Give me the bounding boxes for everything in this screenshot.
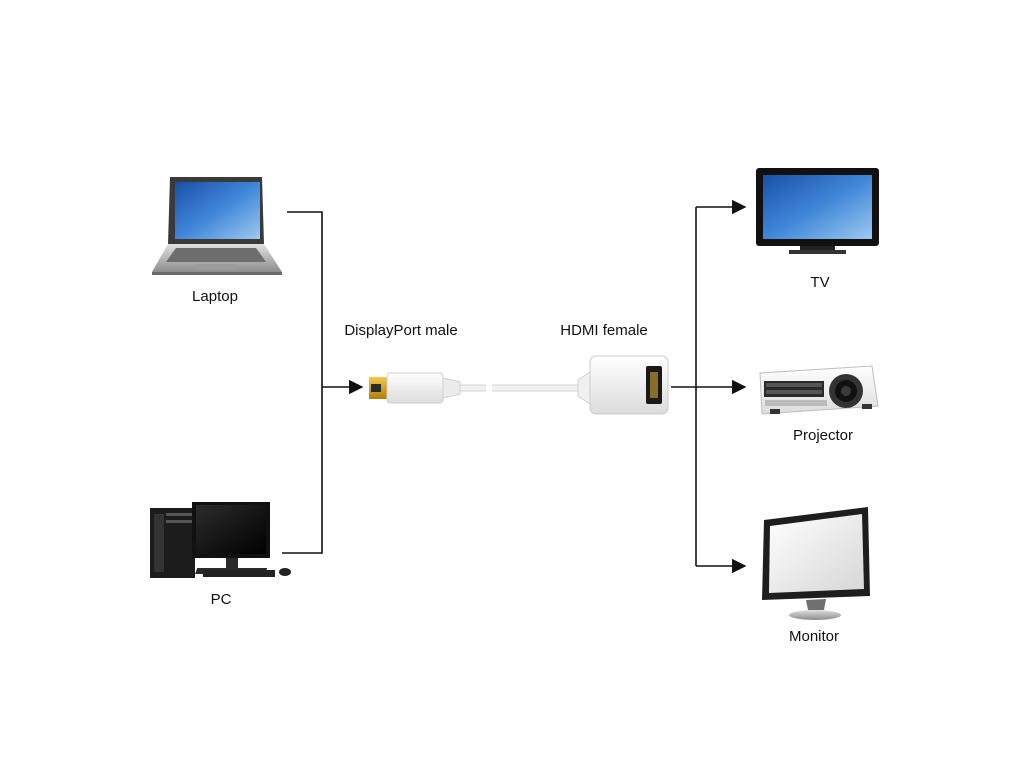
displayport-plug-housing [386, 372, 444, 404]
source-connector-lines [282, 211, 364, 554]
tv-icon [756, 168, 879, 254]
pc-line [282, 387, 323, 554]
laptop-icon [152, 177, 282, 275]
displayport-to-hdmi-adapter-icon [369, 355, 669, 415]
tv-label: TV [810, 274, 830, 291]
hdmi-female-label: HDMI female [560, 322, 648, 339]
target-connector-lines [671, 199, 747, 574]
monitor-label: Monitor [788, 628, 840, 645]
adapter-cable [459, 384, 579, 392]
displayport-male-label: DisplayPort male [344, 322, 458, 339]
monitor-icon [762, 507, 870, 620]
projector-label: Projector [792, 427, 854, 444]
laptop-label: Laptop [192, 288, 238, 305]
pc-label: PC [210, 591, 232, 608]
laptop-line [287, 211, 323, 387]
desktop-pc-icon [150, 502, 291, 578]
projector-icon [759, 365, 879, 415]
